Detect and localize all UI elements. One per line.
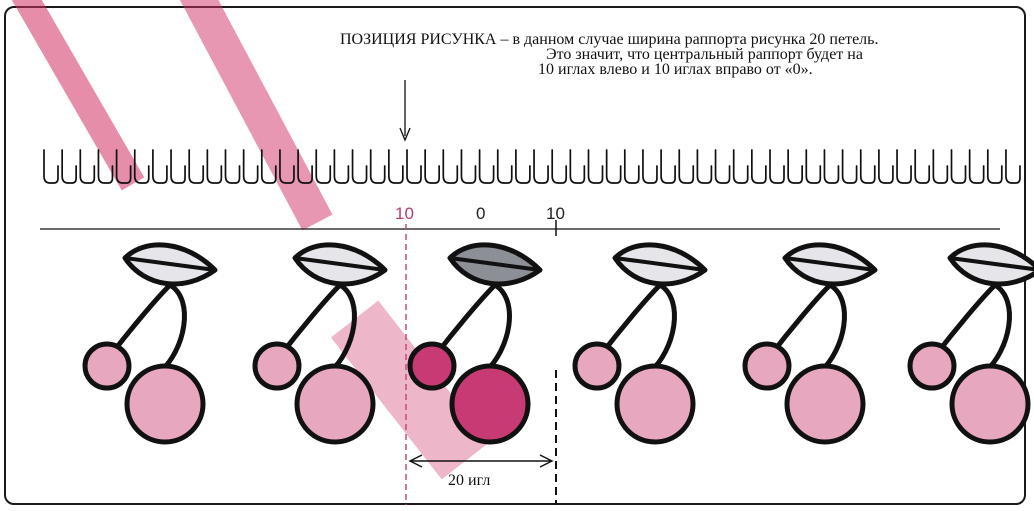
cherry-large: [127, 366, 203, 442]
cherry-stem: [160, 285, 184, 372]
cherry-stem: [650, 285, 674, 372]
needle-hook-icon: [461, 150, 475, 183]
needle-hook-icon: [570, 150, 584, 183]
scale-label-left: 10: [395, 204, 414, 224]
cherry-large: [787, 366, 863, 442]
needle-hook-icon: [334, 150, 348, 183]
needle-hook-icon: [207, 150, 221, 183]
needle-hook-icon: [117, 150, 131, 183]
needle-hook-icon: [80, 150, 94, 183]
needle-hook-icon: [534, 150, 548, 183]
needle-hook-icon: [843, 150, 857, 183]
needle-hook-icon: [679, 150, 693, 183]
needle-hook-icon: [425, 150, 439, 183]
scale-label-zero: 0: [476, 204, 485, 224]
needle-hook-icon: [589, 150, 603, 183]
needle-hook-icon: [407, 150, 421, 183]
needle-hook-icon: [661, 150, 675, 183]
cherry-large: [952, 366, 1028, 442]
needle-hook-icon: [389, 150, 403, 183]
needle-hook-icon: [988, 150, 1002, 183]
needle-hook-icon: [933, 150, 947, 183]
needle-hook-icon: [897, 150, 911, 183]
needle-hook-icon: [734, 150, 748, 183]
needle-hook-icon: [625, 150, 639, 183]
needle-hook-icon: [970, 150, 984, 183]
needle-hook-icon: [607, 150, 621, 183]
needle-hook-icon: [298, 150, 312, 183]
needle-hook-icon: [697, 150, 711, 183]
needle-hook-icon: [226, 150, 240, 183]
cherry-motif: [410, 245, 540, 442]
needle-hook-icon: [189, 150, 203, 183]
needle-hook-icon: [316, 150, 330, 183]
needle-hook-icon: [153, 150, 167, 183]
cherry-motif: [255, 245, 385, 442]
annotation-line-2: Это значит, что центральный раппорт буде…: [340, 47, 878, 62]
cherry-stem: [330, 285, 354, 372]
needle-hook-icon: [643, 150, 657, 183]
needle-hook-icon: [62, 150, 76, 183]
needle-hook-icon: [443, 150, 457, 183]
cherry-small: [410, 344, 454, 388]
needle-hook-icon: [552, 150, 566, 183]
needle-hook-icon: [480, 150, 494, 183]
needle-hook-icon: [770, 150, 784, 183]
cherry-small: [910, 344, 954, 388]
cherry-small: [575, 344, 619, 388]
needle-hook-icon: [135, 150, 149, 183]
scale-label-right: 10: [546, 204, 565, 224]
annotation-title: ПОЗИЦИЯ РИСУНКА: [340, 31, 496, 48]
needle-hook-icon: [915, 150, 929, 183]
needle-hook-icon: [44, 150, 58, 183]
needle-hook-icon: [98, 150, 112, 183]
cherry-small: [255, 344, 299, 388]
cherry-large: [297, 366, 373, 442]
needle-hook-icon: [716, 150, 730, 183]
needle-hook-icon: [280, 150, 294, 183]
needle-hook-icon: [879, 150, 893, 183]
needle-hook-icon: [353, 150, 367, 183]
needle-hook-icon: [806, 150, 820, 183]
needle-hook-icon: [516, 150, 530, 183]
needle-hook-icon: [262, 150, 276, 183]
cherry-motif: [85, 245, 215, 442]
cherry-small: [745, 344, 789, 388]
annotation-line-3: 10 иглах влево и 10 иглах вправо от «0».: [340, 62, 878, 77]
needle-hook-icon: [171, 150, 185, 183]
cherry-small: [85, 344, 129, 388]
annotation-text: ПОЗИЦИЯ РИСУНКА – в данном случае ширина…: [340, 32, 878, 77]
cherry-stem: [985, 285, 1009, 372]
cherry-stem: [485, 285, 509, 372]
cherry-stem: [820, 285, 844, 372]
needle-hook-icon: [861, 150, 875, 183]
needle-hook-icon: [1006, 150, 1020, 183]
needle-hook-icon: [824, 150, 838, 183]
cherry-large: [452, 366, 528, 442]
needle-hook-icon: [788, 150, 802, 183]
cherry-large: [617, 366, 693, 442]
cherry-motif: [575, 245, 705, 442]
cherry-motif: [910, 245, 1034, 442]
needle-hook-icon: [752, 150, 766, 183]
needle-hook-icon: [498, 150, 512, 183]
width-label: 20 игл: [448, 472, 490, 490]
needle-row: [44, 150, 1020, 183]
needle-hook-icon: [952, 150, 966, 183]
needle-hook-icon: [371, 150, 385, 183]
cherry-motif: [745, 245, 875, 442]
needle-hook-icon: [244, 150, 258, 183]
